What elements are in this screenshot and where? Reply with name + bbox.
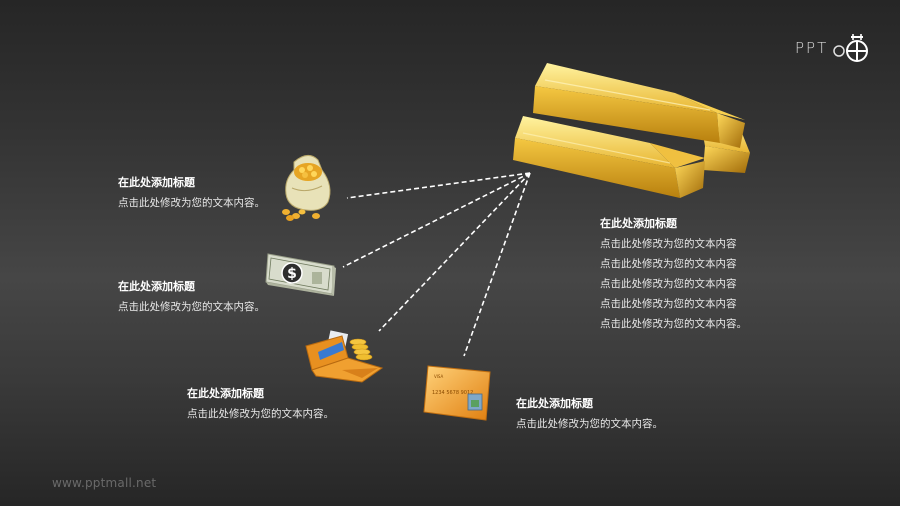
item-title: 在此处添加标题 [187, 387, 264, 400]
item-text: 点击此处修改为您的文本内容。 [187, 408, 334, 420]
item-text: 点击此处修改为您的文本内容。 [118, 197, 265, 209]
hub-line: 点击此处修改为您的文本内容 [600, 238, 737, 250]
cash-stack-icon: $ [265, 253, 336, 296]
brand-logo-text: PPT [795, 39, 829, 57]
item-title: 在此处添加标题 [516, 397, 593, 410]
item-text: 点击此处修改为您的文本内容。 [516, 418, 663, 430]
money-bag-icon [282, 155, 331, 221]
wallet-coins-icon [305, 330, 384, 383]
hub-line: 点击此处修改为您的文本内容。 [600, 318, 747, 330]
hub-line: 点击此处修改为您的文本内容 [600, 258, 737, 270]
hub-line: 点击此处修改为您的文本内容 [600, 298, 737, 310]
item-title: 在此处添加标题 [118, 280, 195, 293]
item-cash: 在此处添加标题 点击此处修改为您的文本内容。 [118, 277, 265, 317]
item-credit-card: 在此处添加标题 点击此处修改为您的文本内容。 [516, 394, 663, 434]
brand-logo: PPT [795, 38, 828, 58]
hub-title: 在此处添加标题 [600, 217, 677, 230]
connector-to-cash [342, 172, 531, 268]
connector-to-wallet [378, 172, 531, 332]
item-wallet: 在此处添加标题 点击此处修改为您的文本内容。 [187, 384, 334, 424]
connector-to-card [463, 172, 531, 357]
ppt-logo-icon [833, 34, 868, 62]
svg-text:$: $ [287, 266, 297, 282]
item-text: 点击此处修改为您的文本内容。 [118, 301, 265, 313]
connector-to-money-bag [346, 172, 531, 199]
hub-line: 点击此处修改为您的文本内容 [600, 278, 737, 290]
item-title: 在此处添加标题 [118, 176, 195, 189]
item-money-bag: 在此处添加标题 点击此处修改为您的文本内容。 [118, 173, 265, 213]
watermark: www.pptmall.net [52, 476, 157, 490]
svg-text:VISA: VISA [434, 374, 444, 379]
credit-card-icon: VISA 1234 5678 9012 [423, 365, 491, 421]
gold-bars-icon [513, 63, 750, 198]
svg-text:1234 5678 9012: 1234 5678 9012 [432, 390, 473, 396]
hub-text-block: 在此处添加标题 点击此处修改为您的文本内容 点击此处修改为您的文本内容 点击此处… [600, 214, 747, 334]
